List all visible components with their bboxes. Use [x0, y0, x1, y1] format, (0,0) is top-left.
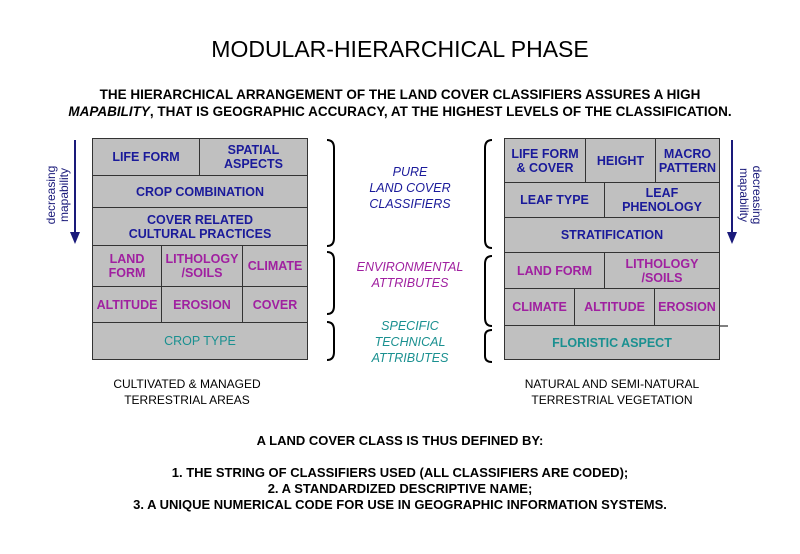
brace-env-left [326, 251, 335, 315]
right-arrow-label: decreasing mapability [737, 165, 764, 225]
caption-line-1: NATURAL AND SEMI-NATURAL [524, 377, 700, 391]
cell-altitude: ALTITUDE [574, 288, 655, 326]
cell-cover: COVER [242, 286, 308, 323]
cell-land-form: LAND FORM [504, 252, 605, 289]
cell-lithology-soils: LITHOLOGY/SOILS [161, 245, 243, 287]
cell-crop-type: CROP TYPE [92, 322, 308, 360]
cell-lithology-soils: LITHOLOGY/SOILS [604, 252, 720, 289]
right-panel-caption: NATURAL AND SEMI-NATURAL TERRESTRIAL VEG… [504, 376, 720, 408]
subtitle-line-2: MAPABILITY, THAT IS GEOGRAPHIC ACCURACY,… [0, 103, 800, 120]
cell-life-form-cover: LIFE FORM& COVER [504, 138, 586, 183]
caption-line-2: TERRESTRIAL VEGETATION [531, 393, 693, 407]
left-arrow-label: decreasing mapability [44, 165, 71, 225]
brace-tech-left [326, 321, 335, 361]
arrow-label-line-1: decreasing [750, 165, 764, 225]
cell-erosion: EROSION [161, 286, 243, 323]
cell-stratification: STRATIFICATION [504, 217, 720, 253]
brace-pure-left [326, 139, 335, 247]
left-arrow-head [70, 232, 80, 244]
subtitle-line-1: THE HIERARCHICAL ARRANGEMENT OF THE LAND… [99, 87, 701, 102]
brace-pure-right [484, 139, 493, 249]
cell-erosion: EROSION [654, 288, 720, 326]
arrow-label-line-2: mapability [57, 167, 71, 223]
cell-life-form: LIFE FORM [92, 138, 200, 176]
mapability-term: MAPABILITY [68, 104, 150, 119]
subtitle: THE HIERARCHICAL ARRANGEMENT OF THE LAND… [0, 86, 800, 120]
cell-climate: CLIMATE [242, 245, 308, 287]
brace-env-right [484, 255, 493, 327]
subtitle-line-2-rest: , THAT IS GEOGRAPHIC ACCURACY, AT THE HI… [149, 104, 732, 119]
page-title: MODULAR-HIERARCHICAL PHASE [211, 36, 589, 62]
definition-heading: A LAND COVER CLASS IS THUS DEFINED BY: [256, 433, 544, 448]
left-panel-caption: CULTIVATED & MANAGED TERRESTRIAL AREAS [92, 376, 282, 408]
caption-line-2: TERRESTRIAL AREAS [124, 393, 250, 407]
right-arrow-head [727, 232, 737, 244]
cell-height: HEIGHT [585, 138, 656, 183]
caption-line-1: CULTIVATED & MANAGED [113, 377, 261, 391]
arrow-label-line-2: mapability [737, 167, 751, 223]
definition-item: 2. A STANDARDIZED DESCRIPTIVE NAME; [267, 481, 533, 496]
cell-leaf-type: LEAF TYPE [504, 182, 605, 218]
definition-list: 1. THE STRING OF CLASSIFIERS USED (ALL C… [0, 465, 800, 513]
definition-item: 3. A UNIQUE NUMERICAL CODE FOR USE IN GE… [133, 497, 667, 512]
cell-altitude: ALTITUDE [92, 286, 162, 323]
cell-crop-combination: CROP COMBINATION [92, 175, 308, 208]
brace-tech-right [484, 329, 493, 363]
cell-climate: CLIMATE [504, 288, 575, 326]
definition-item: 1. THE STRING OF CLASSIFIERS USED (ALL C… [171, 465, 629, 480]
cell-floristic-aspect: FLORISTIC ASPECT [504, 325, 720, 360]
